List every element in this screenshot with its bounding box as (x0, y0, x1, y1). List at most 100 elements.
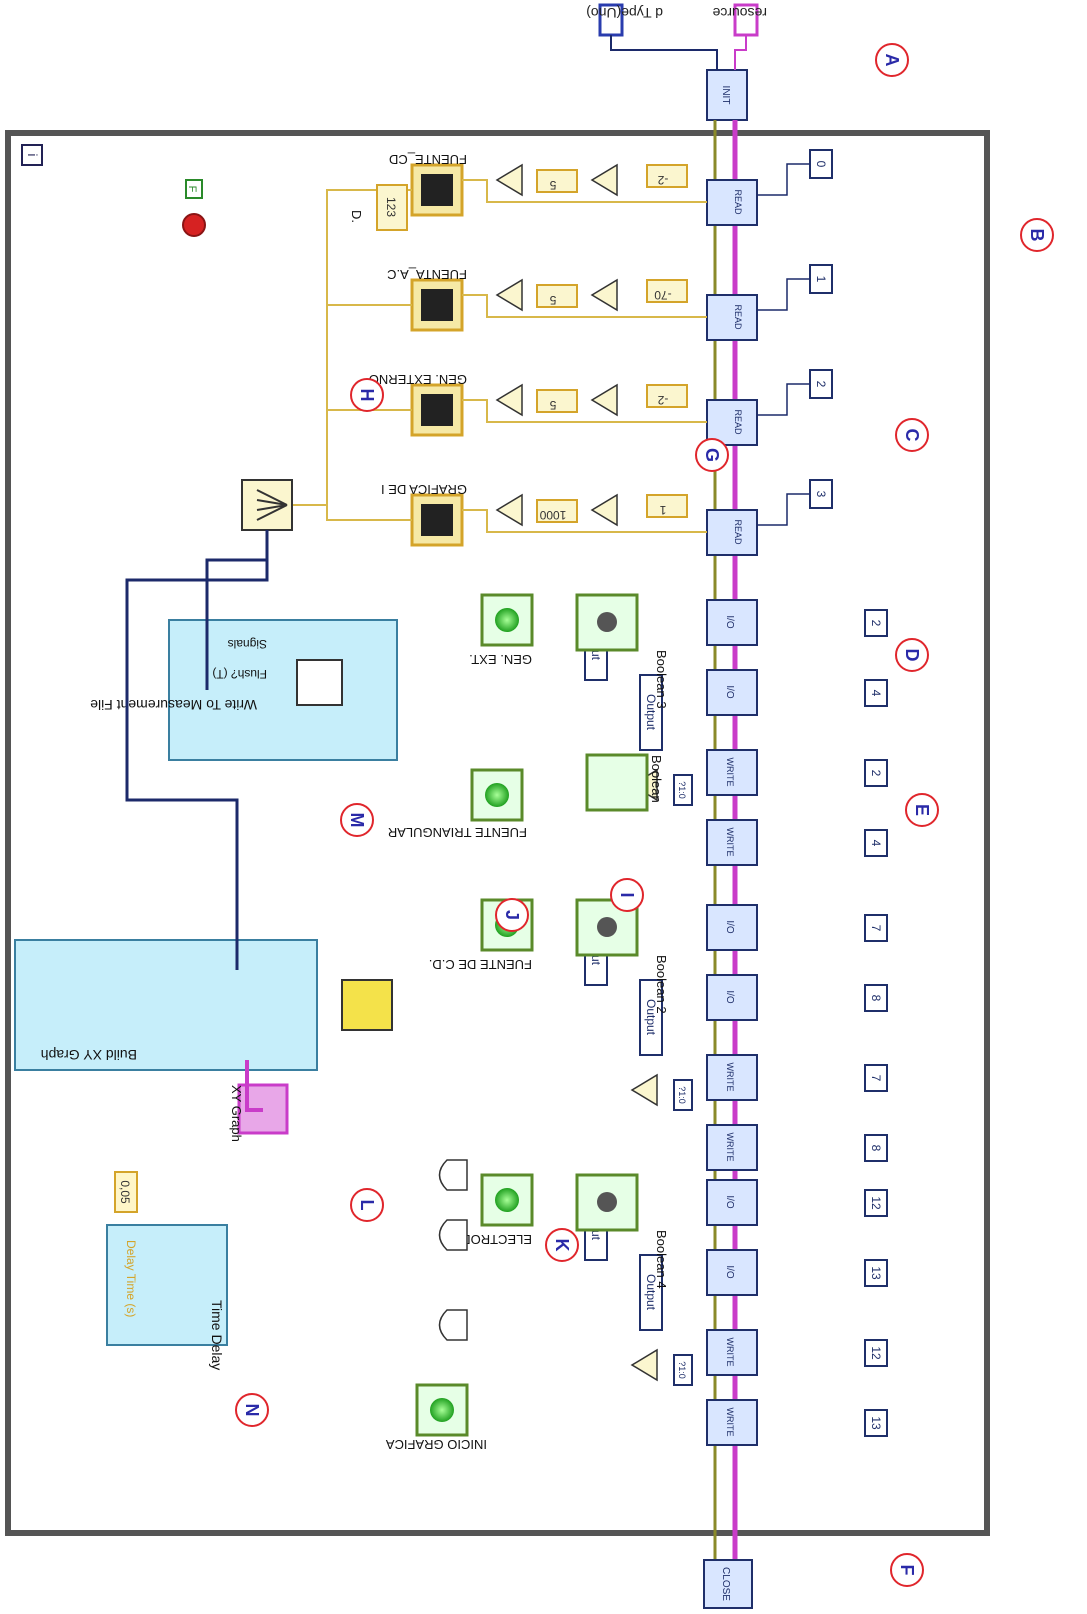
pin-wire (757, 164, 810, 195)
boolean-label: Boolean 4 (654, 1230, 669, 1289)
multiply-node (592, 280, 617, 310)
mult-value: 1 (659, 503, 666, 517)
inicio-grafica-label: INICIO GRAFICA (386, 1437, 487, 1452)
time-delay-title: Time Delay (209, 1300, 225, 1370)
write-led-icon (485, 783, 509, 807)
stop-false-label: F (186, 186, 198, 193)
write-pin-value: 2 (869, 770, 883, 777)
read-block (707, 510, 757, 555)
pin-wire (757, 494, 810, 525)
annotation-letter-l: L (357, 1200, 377, 1211)
io-pin-value: 4 (869, 690, 883, 697)
pin-wire (757, 279, 810, 310)
logic-gate-3 (440, 1310, 468, 1340)
annotation-letter-a: A (882, 54, 902, 67)
read-block-label: READ (733, 519, 743, 545)
write-file-icon (297, 660, 342, 705)
led-icon (495, 608, 519, 632)
io-block-label: I/O (724, 920, 735, 934)
annotation-letter-e: E (912, 804, 932, 816)
pin-value: 3 (814, 491, 828, 498)
time-delay-port: Delay Time (s) (124, 1240, 138, 1317)
board-type-wire (611, 35, 717, 70)
annotation-letter-j: J (502, 910, 522, 920)
bool-to-number-label: ?1:0 (677, 1361, 687, 1379)
annotation-letter-g: G (702, 448, 722, 462)
write-pin-value: 8 (869, 1145, 883, 1152)
io-pin-value: 8 (869, 995, 883, 1002)
multiply-node (592, 165, 617, 195)
write-block-label: WRITE (725, 1408, 735, 1437)
io-pin-value: 13 (869, 1266, 883, 1280)
toggle-switch-icon (597, 1192, 617, 1212)
io-block-label: I/O (724, 685, 735, 699)
read-chart-label: FUENTE_CD (389, 152, 467, 167)
init-block-label: INIT (720, 86, 731, 105)
read-chart-label: GEN. EXTERNO (369, 372, 467, 387)
read-chart-label: GRAFICA DE I (381, 482, 467, 497)
close-block-label: CLOSE (720, 1567, 731, 1601)
led-icon (495, 1188, 519, 1212)
annotation-letter-n: N (242, 1404, 262, 1417)
build-xy-graph-icon (342, 980, 392, 1030)
waveform-chart-icon (421, 504, 453, 536)
io-block-label: I/O (724, 1195, 735, 1209)
annotation-letter-h: H (357, 389, 377, 402)
pin-wire (757, 384, 810, 415)
add-value: 5 (549, 398, 556, 412)
annotation-letter-b: B (1027, 229, 1047, 242)
io-block-label: I/O (724, 990, 735, 1004)
logic-gate-2 (440, 1220, 468, 1250)
waveform-chart-icon (421, 394, 453, 426)
add-node (497, 165, 522, 195)
annotation-letter-c: C (902, 429, 922, 442)
loop-stop-terminal (183, 214, 205, 236)
io-pin-value: 7 (869, 925, 883, 932)
waveform-chart-icon (421, 174, 453, 206)
write-pin-value: 12 (869, 1346, 883, 1360)
annotation-letter-k: K (552, 1239, 572, 1252)
loop-iteration-label: i (25, 154, 40, 157)
write-file-port-label: Flush? (T) (212, 667, 267, 681)
write-file-port-label: Signals (228, 637, 267, 651)
chart-to-merge-wire (292, 190, 412, 505)
waveform-chart-icon (421, 289, 453, 321)
io-pin-value: 2 (869, 620, 883, 627)
mult-value: -70 (654, 288, 672, 302)
read-chart-label: FUENTA_A.C (387, 267, 467, 282)
read-block (707, 180, 757, 225)
add-value: 5 (549, 178, 556, 192)
write-block-label: WRITE (725, 828, 735, 857)
board-type-label: d Type(Uno) (586, 5, 663, 21)
add-node (497, 280, 522, 310)
pin-value: 2 (814, 381, 828, 388)
chart-to-merge-wire (292, 505, 412, 520)
write-block-label: WRITE (725, 1338, 735, 1367)
write-boolean-control (587, 755, 647, 810)
pin-value: 1 (814, 276, 828, 283)
write-pin-value: 13 (869, 1416, 883, 1430)
write-pin-value: 4 (869, 840, 883, 847)
led-label: FUENTE DE C.D. (429, 957, 532, 972)
multiply-node (592, 385, 617, 415)
write-boolean-label: Boolean (649, 755, 664, 803)
time-delay-value: 0,05 (118, 1180, 132, 1204)
read-block-label: READ (733, 189, 743, 215)
inicio-led-icon (430, 1398, 454, 1422)
read-block (707, 295, 757, 340)
toggle-switch-icon (597, 612, 617, 632)
logic-gate-1 (440, 1160, 468, 1190)
not-node (632, 1350, 657, 1380)
add-value: 1000 (539, 508, 566, 522)
led-label: GEN. EXT. (469, 652, 532, 667)
numeric-indicator-value: 123 (384, 197, 398, 217)
write-file-title: Write To Measurement File (90, 697, 257, 713)
write-led-label: FUENTE TRIANGULAR (388, 825, 527, 840)
resource-wire (735, 35, 746, 70)
mult-value: -2 (657, 173, 668, 187)
io-block-label: I/O (724, 615, 735, 629)
annotation-letter-m: M (347, 813, 367, 828)
mult-value: -2 (657, 393, 668, 407)
write-pin-value: 7 (869, 1075, 883, 1082)
chart-to-merge-wire (292, 305, 412, 505)
